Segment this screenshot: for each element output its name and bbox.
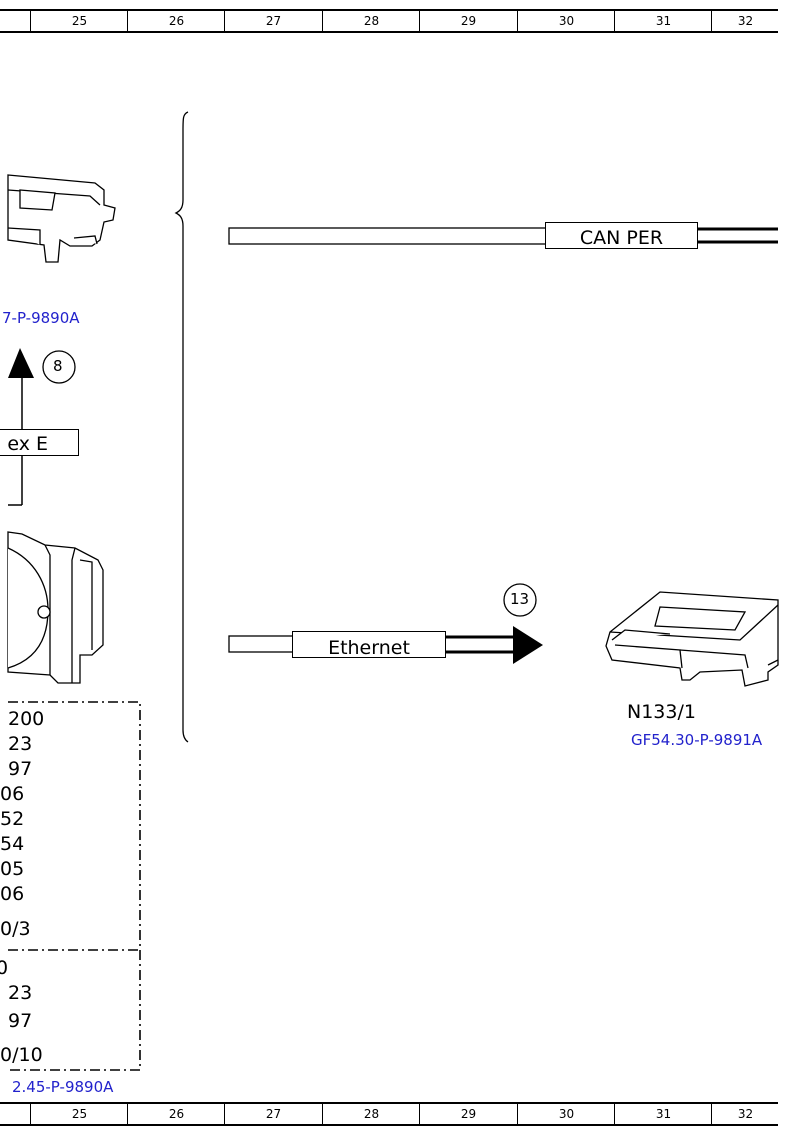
bottom-ruler: 25 26 27 28 29 30 31 32 (0, 1102, 778, 1126)
ruler-cell: 26 (127, 1104, 225, 1124)
list-item: 23 (8, 982, 33, 1004)
callout-8: 8 (53, 357, 63, 375)
ruler-cell: 30 (517, 1104, 615, 1124)
list-item: 97 (8, 758, 33, 780)
control-unit-icon (605, 591, 779, 687)
flex-label: ex E (0, 429, 79, 456)
ruler-cell: 31 (614, 1104, 712, 1124)
ruler-cell: 30 (517, 11, 615, 31)
callout-circle (503, 583, 537, 617)
arrow-up-icon (8, 348, 34, 378)
can-wire (228, 227, 547, 245)
control-unit-icon (7, 174, 116, 263)
ruler-cell: 25 (30, 1104, 128, 1124)
ethernet-label: Ethernet (292, 631, 446, 659)
list-item: 0/3 (0, 918, 31, 940)
list-item: 06 (0, 883, 25, 905)
list-item: 06 (0, 783, 25, 805)
ruler-cell: 32 (711, 1104, 779, 1124)
bracket-icon (174, 111, 189, 743)
ruler-cell: 25 (30, 11, 128, 31)
list-item: 200 (8, 708, 45, 730)
list-item: 05 (0, 858, 25, 880)
ref-n133-1[interactable]: GF54.30-P-9891A (631, 731, 763, 749)
ruler-cell: 29 (419, 1104, 517, 1124)
ethernet-wire (228, 635, 295, 653)
ruler-cell: 28 (322, 11, 420, 31)
arrow-right-icon (513, 626, 543, 664)
gearbox-icon (7, 531, 104, 684)
callout-circle (42, 350, 76, 384)
can-bus-label: CAN PER (545, 222, 698, 249)
ruler-cell: 32 (711, 11, 779, 31)
callout-13: 13 (510, 590, 530, 608)
ruler-cell: 26 (127, 11, 225, 31)
component-label: N133/1 (627, 701, 696, 723)
ref-bottom-left[interactable]: 2.45-P-9890A (12, 1078, 114, 1096)
ruler-cell: 28 (322, 1104, 420, 1124)
connector-list-top: 200 23 97 06 52 54 05 06 0/3 (0, 707, 136, 942)
list-item: 23 (8, 733, 33, 755)
list-item: 0 (0, 957, 9, 979)
connector-list-bottom: 0 23 97 0/10 (0, 956, 136, 1068)
list-item: 54 (0, 833, 25, 855)
list-item: 0/10 (0, 1044, 43, 1066)
ref-top-left[interactable]: 7-P-9890A (2, 309, 80, 327)
ruler-cell: 27 (224, 1104, 322, 1124)
list-item: 97 (8, 1010, 33, 1032)
ruler-cell: 31 (614, 11, 712, 31)
dashed-box (8, 701, 141, 1071)
top-ruler: 25 26 27 28 29 30 31 32 (0, 9, 778, 33)
list-item: 52 (0, 808, 25, 830)
ruler-cell: 27 (224, 11, 322, 31)
ruler-cell: 29 (419, 11, 517, 31)
